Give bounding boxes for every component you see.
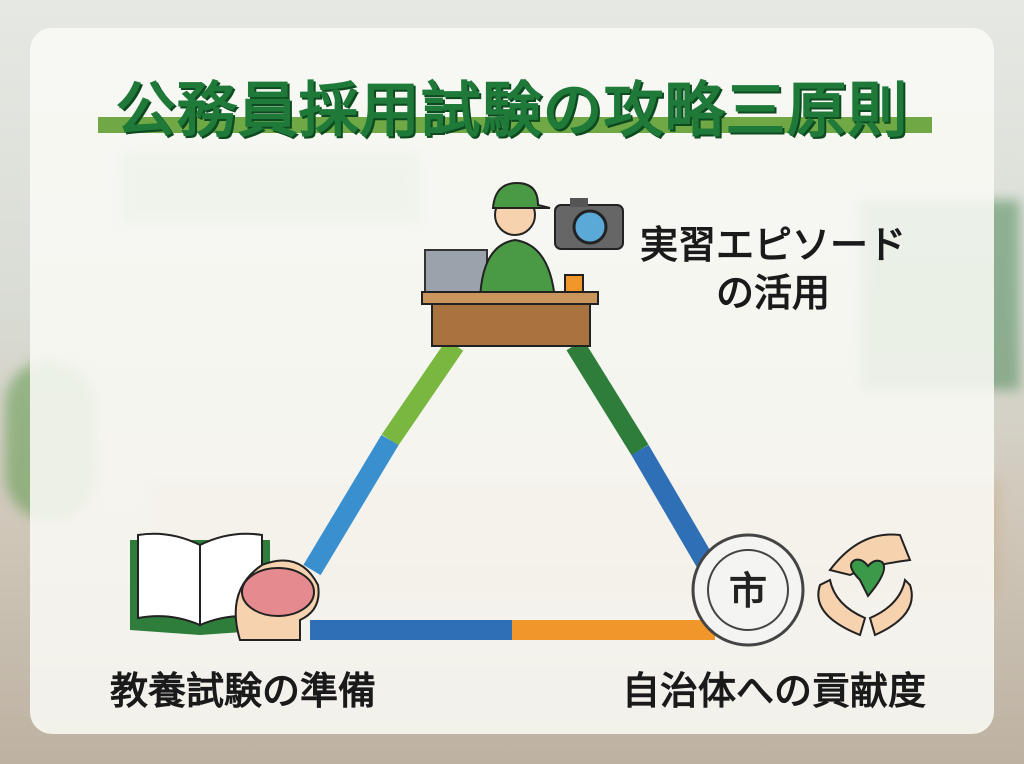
camera-icon [554, 198, 624, 250]
left-edge-lower [303, 434, 399, 576]
worker-at-desk-icon [421, 181, 599, 347]
book-and-brain-icon [130, 532, 320, 641]
principle-municipal-contribution: 自治体への貢献度 [622, 669, 927, 713]
principle-internship-episode: 実習エピソード の活用 [640, 223, 907, 315]
seal-text: 市 [729, 569, 767, 613]
right-edge-lower [631, 444, 719, 576]
city-seal-icon: 市 [691, 533, 805, 647]
right-edge-upper [566, 339, 649, 456]
page-title: 公務員採用試験の攻略三原則 [115, 76, 909, 146]
caring-hands-heart-icon [817, 533, 913, 637]
left-edge-upper [381, 339, 464, 446]
principle-general-exam-prep: 教養試験の準備 [110, 669, 377, 713]
title-underline [98, 117, 932, 133]
